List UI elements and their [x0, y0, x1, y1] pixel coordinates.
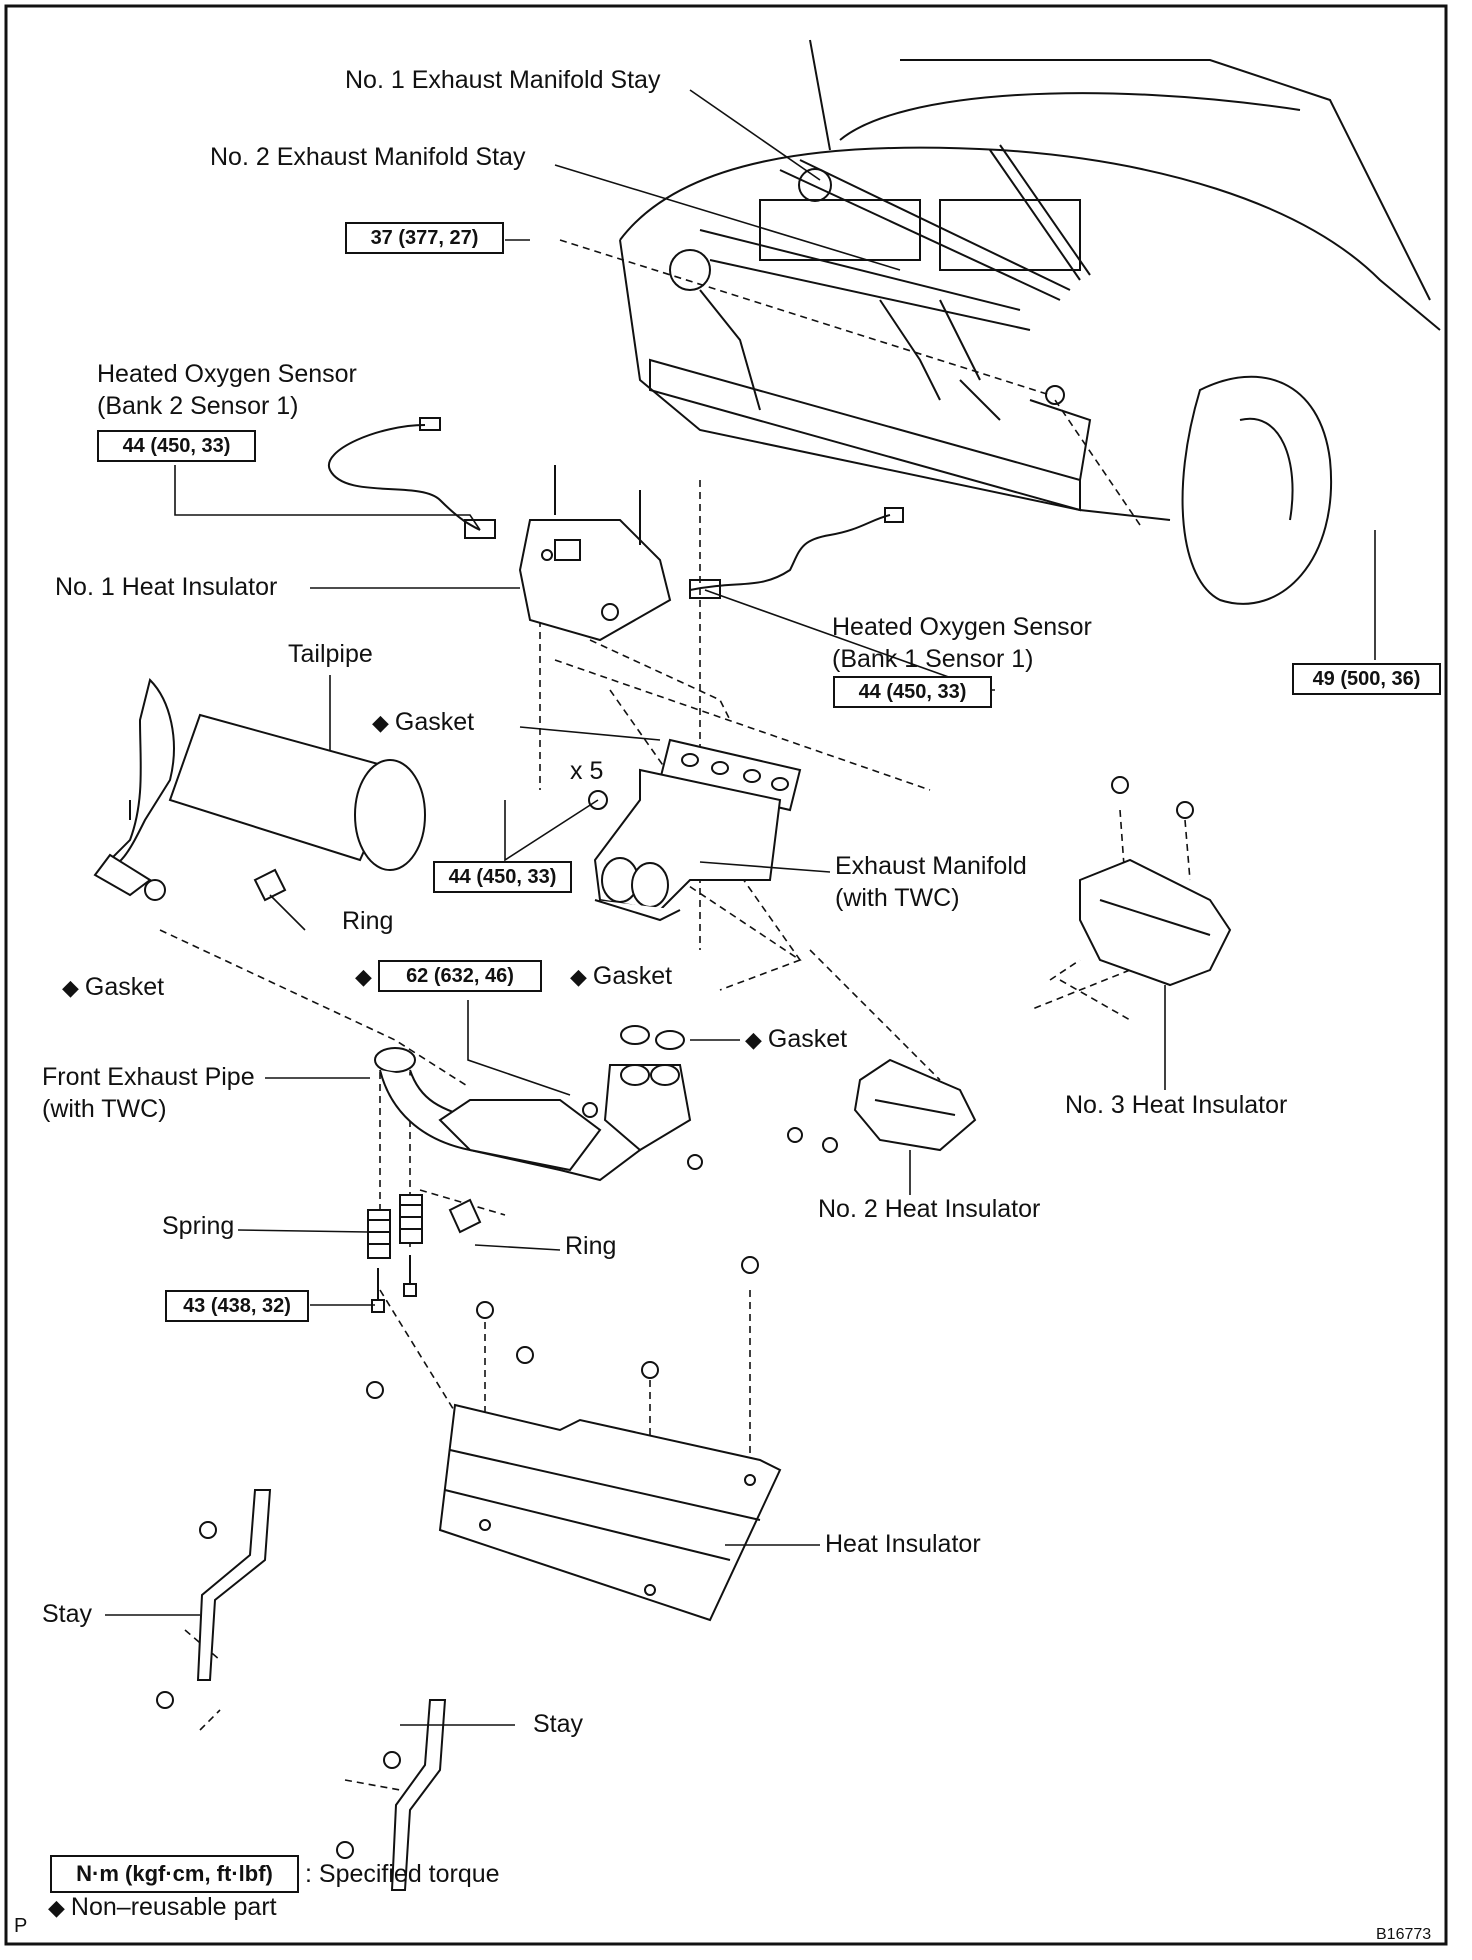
nonreusable-diamond-icon: ◆ — [570, 964, 587, 989]
label-gasket-tailpipe: ◆Gasket — [62, 973, 165, 1001]
nonreusable-diamond-icon: ◆ — [48, 1895, 65, 1920]
label-gasket-manifold: ◆Gasket — [372, 708, 475, 736]
torque-box-44-bank2: 44 (450, 33) — [97, 430, 256, 462]
legend-torque-unit-box: N·m (kgf·cm, ft·lbf) — [50, 1855, 299, 1893]
label-front-exhaust-pipe-line2: (with TWC) — [42, 1095, 167, 1123]
figure-code: B16773 — [1376, 1926, 1432, 1943]
front-exhaust-pipe-drawing — [374, 1025, 703, 1182]
label-no2-heat-insulator: No. 2 Heat Insulator — [818, 1195, 1041, 1223]
oxygen-sensor-bank1-drawing — [689, 507, 904, 599]
vehicle-front-drawing — [619, 39, 1441, 605]
label-ring-tailpipe: Ring — [342, 907, 394, 935]
label-ho2s-bank1-line2: (Bank 1 Sensor 1) — [832, 645, 1034, 673]
stay-drawing — [156, 1489, 447, 1891]
label-spring: Spring — [162, 1212, 235, 1240]
legend-torque-description: : Specified torque — [305, 1860, 500, 1888]
spring-bolt-drawing — [367, 1194, 423, 1313]
nonreusable-diamond-icon: ◆ — [355, 964, 372, 989]
legend-nonreusable: ◆Non–reusable part — [48, 1893, 277, 1921]
torque-box-62: 62 (632, 46) — [378, 960, 542, 992]
label-ring-front-pipe: Ring — [565, 1232, 617, 1260]
label-heat-insulator: Heat Insulator — [825, 1530, 981, 1558]
label-exhaust-manifold-line1: Exhaust Manifold — [835, 852, 1027, 880]
tailpipe-drawing — [93, 678, 426, 901]
label-gasket-front-pipe-2: ◆Gasket — [745, 1025, 848, 1053]
label-x5: x 5 — [570, 757, 604, 785]
no3-heat-insulator-drawing — [1079, 776, 1232, 987]
label-gasket-front-pipe: ◆Gasket — [570, 962, 673, 990]
label-front-exhaust-pipe-line1: Front Exhaust Pipe — [42, 1063, 255, 1091]
torque-box-44-manifold: 44 (450, 33) — [433, 861, 572, 893]
no1-heat-insulator-drawing — [518, 465, 672, 642]
label-no1-exhaust-manifold-stay: No. 1 Exhaust Manifold Stay — [345, 66, 661, 94]
label-ho2s-bank2-line2: (Bank 2 Sensor 1) — [97, 392, 299, 420]
torque-box-49: 49 (500, 36) — [1292, 663, 1441, 695]
exhaust-manifold-drawing — [588, 738, 802, 922]
label-no3-heat-insulator: No. 3 Heat Insulator — [1065, 1091, 1288, 1119]
torque-box-43: 43 (438, 32) — [165, 1290, 309, 1322]
torque-box-37: 37 (377, 27) — [345, 222, 504, 254]
leader-lines — [105, 89, 1376, 1726]
no2-heat-insulator-drawing — [787, 1058, 977, 1153]
label-exhaust-manifold-line2: (with TWC) — [835, 884, 960, 912]
oxygen-sensor-bank2-drawing — [327, 417, 496, 539]
nonreusable-diamond-icon: ◆ — [62, 975, 79, 1000]
torque-62-marker: ◆ — [355, 962, 378, 991]
label-ho2s-bank1-line1: Heated Oxygen Sensor — [832, 613, 1092, 641]
label-stay-right: Stay — [533, 1710, 584, 1738]
label-no2-exhaust-manifold-stay: No. 2 Exhaust Manifold Stay — [210, 143, 526, 171]
label-tailpipe: Tailpipe — [288, 640, 373, 668]
ring-drawing — [253, 868, 482, 1234]
nonreusable-diamond-icon: ◆ — [372, 710, 389, 735]
label-ho2s-bank2-line1: Heated Oxygen Sensor — [97, 360, 357, 388]
label-stay-left: Stay — [42, 1600, 93, 1628]
nonreusable-diamond-icon: ◆ — [745, 1027, 762, 1052]
label-no1-heat-insulator: No. 1 Heat Insulator — [55, 573, 278, 601]
torque-box-44-bank1: 44 (450, 33) — [833, 676, 992, 708]
heat-insulator-drawing — [366, 1256, 782, 1622]
corner-mark: P — [14, 1915, 28, 1937]
